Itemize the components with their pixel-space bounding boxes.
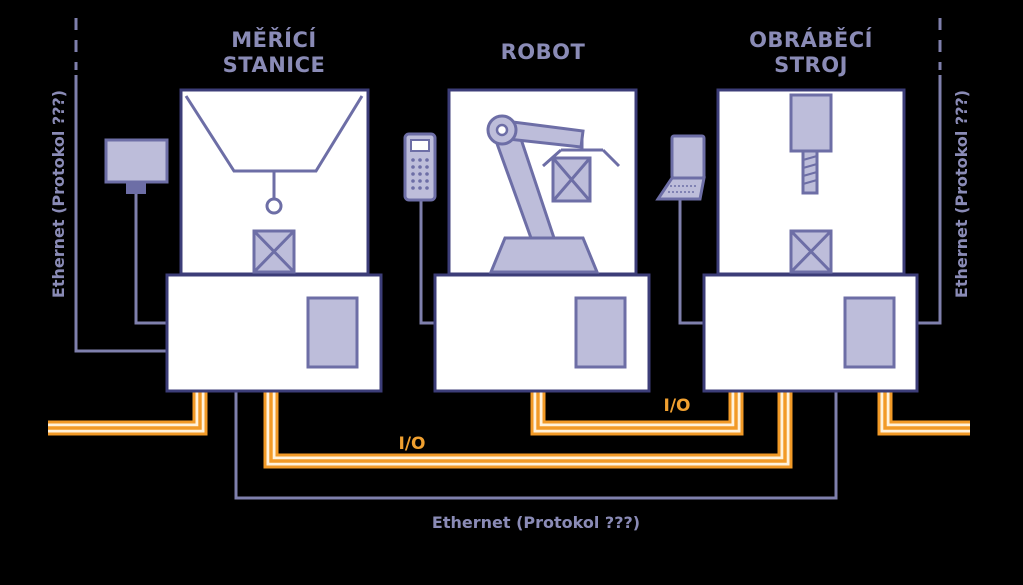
machine-tool-title-line2: STROJ xyxy=(774,53,848,77)
robot-title: ROBOT xyxy=(501,40,586,64)
probe-icon xyxy=(265,197,283,215)
ethernet-right-label: Ethernet (Protokol ???) xyxy=(952,90,971,298)
io-cable-robot-to-machine xyxy=(530,378,744,436)
spindle-icon xyxy=(789,93,833,195)
terminal-monitor-icon xyxy=(104,138,169,194)
machine-workpiece-icon xyxy=(789,229,833,274)
robot-controller-panel xyxy=(574,296,627,369)
workpiece-icon xyxy=(252,229,296,274)
teach-pendant-icon xyxy=(403,132,437,202)
io-cable-right-stub xyxy=(877,378,970,436)
ethernet-bottom-label: Ethernet (Protokol ???) xyxy=(432,513,640,532)
laptop-icon xyxy=(655,134,706,201)
ethernet-left-label: Ethernet (Protokol ???) xyxy=(49,90,68,298)
machine-tool xyxy=(655,88,919,393)
machine-controller-panel xyxy=(843,296,896,369)
io-cable-left-stub xyxy=(48,378,208,436)
measuring-station-title-line2: STANICE xyxy=(223,53,326,77)
ethernet-bottom-bus xyxy=(234,380,838,500)
robot-arm-icon xyxy=(486,114,621,274)
ethernet-left-network-line xyxy=(74,75,182,353)
io-label-upper: I/O xyxy=(664,396,691,416)
controller-panel xyxy=(306,296,359,369)
io-cable-station-to-machine xyxy=(263,378,793,469)
robot-cell xyxy=(403,88,651,393)
measuring-station-title-line1: MĚŘÍCÍ xyxy=(231,27,316,52)
measuring-station xyxy=(104,88,383,393)
io-label-lower: I/O xyxy=(399,434,426,454)
machine-tool-title-line1: OBRÁBĚCÍ xyxy=(749,27,873,52)
